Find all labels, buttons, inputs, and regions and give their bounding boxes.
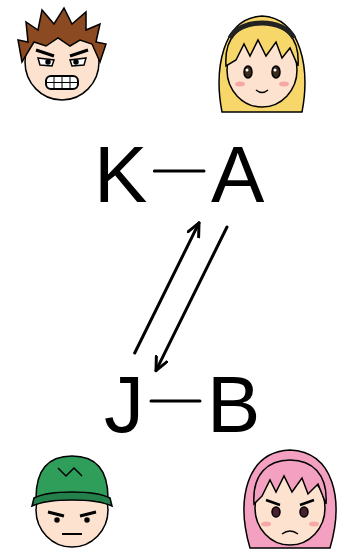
node-letter: B: [207, 365, 260, 445]
frowning-girl-face: [244, 450, 336, 548]
letter-node: A: [211, 135, 264, 215]
connector-line: [151, 400, 200, 403]
capped-boy-face: [32, 456, 112, 547]
connector-arrow: [135, 223, 199, 353]
node-letter: J: [104, 365, 144, 445]
angry-boy-face: [18, 8, 106, 100]
connector-line: [154, 170, 204, 173]
connector-arrow: [156, 227, 227, 371]
smiling-girl-face: [219, 16, 305, 112]
letter-node: B: [207, 365, 260, 445]
letter-node: K: [94, 135, 147, 215]
node-letter: A: [211, 135, 264, 215]
letter-node: J: [104, 365, 144, 445]
node-letter: K: [94, 135, 147, 215]
